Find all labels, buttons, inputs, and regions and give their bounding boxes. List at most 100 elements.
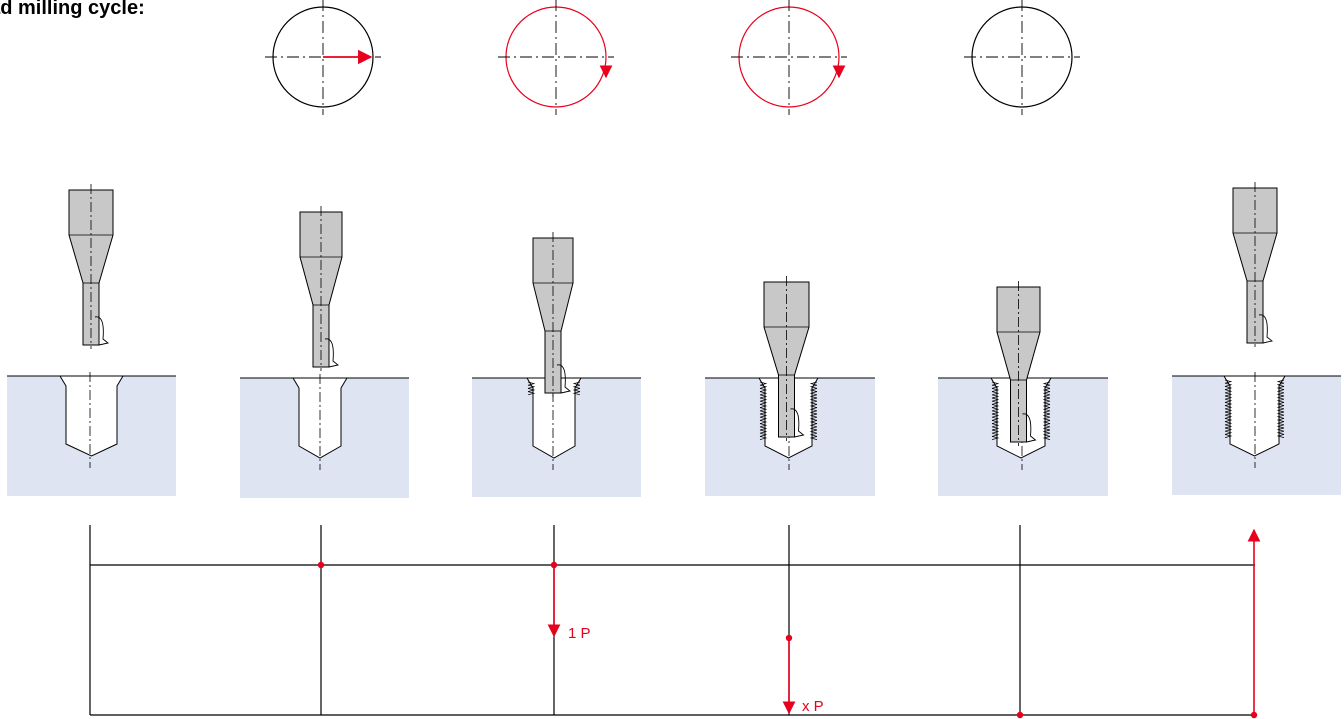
thread-tooth-right [1042,420,1051,424]
thread-tooth-left [759,400,768,405]
thread-tooth-right [1042,384,1051,389]
thread-tooth-left [1224,405,1233,410]
thread-tooth-right [809,400,818,405]
page-title: ead milling cycle: [0,0,145,19]
thread-tooth-right [1042,394,1051,399]
milling-panel [1172,182,1341,495]
thread-tooth-right [809,426,818,431]
thread-tooth-left [527,381,536,386]
thread-tooth-left [759,397,768,402]
thread-tooth-left [759,426,768,431]
thread-tooth-right [1042,410,1051,415]
thread-tooth-left [759,423,768,428]
thread-tooth-left [759,404,768,408]
thread-tooth-left [759,420,768,424]
thread-tooth-left [1224,386,1233,390]
thread-tooth-right [1042,432,1051,437]
drilled-hole [1223,375,1286,457]
milling-tool [1232,182,1278,347]
thread-tooth-left [1224,392,1233,397]
thread-tooth-right [1276,402,1285,406]
thread-tooth-left [759,413,768,418]
thread-tooth-left [1224,379,1233,384]
thread-tooth-left [991,413,1000,418]
thread-profile [527,381,581,396]
cutter-tooth [1022,413,1037,443]
milling-tool [763,276,810,441]
thread-tooth-left [1224,398,1233,403]
milling-panels [7,182,1341,498]
thread-tooth-right [1276,414,1285,419]
thread-tooth-right [809,423,818,428]
thread-tooth-right [1276,411,1285,416]
thread-tooth-left [759,429,768,434]
thread-tooth-right [1042,436,1051,440]
thread-tooth-left [1224,382,1233,387]
thread-tooth-right [1276,427,1285,432]
thread-tooth-right [809,429,818,434]
thread-tooth-right [1276,395,1285,400]
thread-tooth-left [759,388,768,392]
thread-tooth-right [1276,382,1285,387]
thread-tooth-right [1042,381,1051,386]
thread-tooth-right [1042,416,1051,421]
milling-tool [68,184,114,349]
thread-tooth-right [1042,413,1051,418]
thread-tooth-left [991,400,1000,405]
thread-tooth-left [991,432,1000,437]
thread-tooth-left [1224,427,1233,432]
milling-panel [472,232,641,497]
feed-point [1016,711,1024,719]
thread-tooth-left [991,388,1000,392]
thread-tooth-left [991,397,1000,402]
thread-tooth-right [1276,430,1285,435]
thread-profile [759,381,818,440]
path-circle-group [498,0,614,115]
thread-tooth-right [809,407,818,412]
thread-tooth-left [991,381,1000,386]
cutter-tooth [324,338,340,368]
thread-tooth-left [1224,418,1233,422]
thread-tooth-right [809,432,818,437]
thread-tooth-left [991,429,1000,434]
drilled-hole [59,375,124,457]
thread-tooth-left [759,407,768,412]
thread-tooth-right [809,397,818,402]
thread-tooth-right [1042,407,1051,412]
thread-tooth-right [1276,379,1285,384]
thread-tooth-left [759,381,768,386]
thread-tooth-left [759,410,768,415]
thread-tooth-left [1224,414,1233,419]
thread-tooth-left [1224,411,1233,416]
path-circle-group [964,0,1080,115]
thread-tooth-right [1042,388,1051,392]
one-pitch-label: 1 P [568,625,591,642]
thread-tooth-right [1276,418,1285,422]
thread-tooth-left [991,416,1000,421]
thread-tooth-left [991,394,1000,399]
thread-tooth-left [991,391,1000,396]
thread-tooth-right [809,413,818,418]
thread-tooth-left [759,384,768,389]
thread-tooth-right [1042,391,1051,396]
thread-tooth-left [1224,430,1233,435]
thread-tooth-left [1224,408,1233,413]
thread-tooth-right [809,420,818,424]
thread-tooth-right [809,381,818,386]
thread-tooth-left [759,432,768,437]
thread-tooth-right [1276,405,1285,410]
thread-tooth-right [1042,397,1051,402]
thread-tooth-right [1276,421,1285,426]
milling-panel [7,184,176,496]
thread-tooth-right [809,436,818,440]
thread-tooth-left [759,391,768,396]
thread-tooth-right [809,416,818,421]
milling-panel [240,206,409,498]
milling-tool [532,232,574,397]
thread-tooth-left [1224,434,1233,438]
thread-profile [991,381,1051,440]
thread-tooth-left [527,388,536,392]
thread-tooth-left [527,391,536,396]
cutter-tooth [94,316,110,346]
